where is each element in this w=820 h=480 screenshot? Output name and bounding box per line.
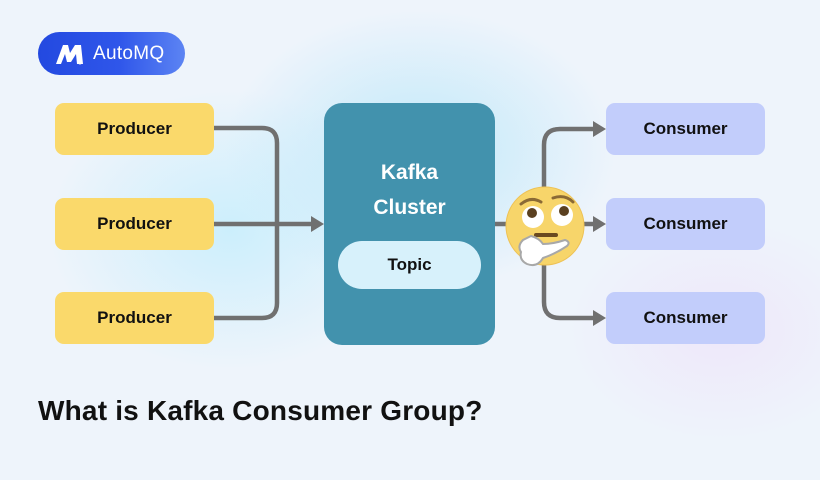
consumer-box-2: Consumer [606, 198, 765, 250]
kafka-cluster: Kafka Cluster Topic [324, 103, 495, 345]
producer-box-1: Producer [55, 103, 214, 155]
cluster-title-line1: Kafka [380, 161, 439, 184]
page-title: What is Kafka Consumer Group? [38, 395, 483, 426]
thinking-face-icon [505, 186, 585, 267]
producer-box-2: Producer [55, 198, 214, 250]
consumer-box-1: Consumer [606, 103, 765, 155]
automq-logo: AutoMQ [38, 32, 185, 75]
consumer-box-3: Consumer [606, 292, 765, 344]
cluster-title-line2: Cluster [373, 196, 446, 219]
producer-box-3: Producer [55, 292, 214, 344]
cluster-title: Kafka Cluster [324, 155, 495, 225]
logo-text: AutoMQ [93, 42, 165, 64]
topic-pill: Topic [338, 241, 481, 289]
automq-logo-icon [56, 44, 83, 64]
